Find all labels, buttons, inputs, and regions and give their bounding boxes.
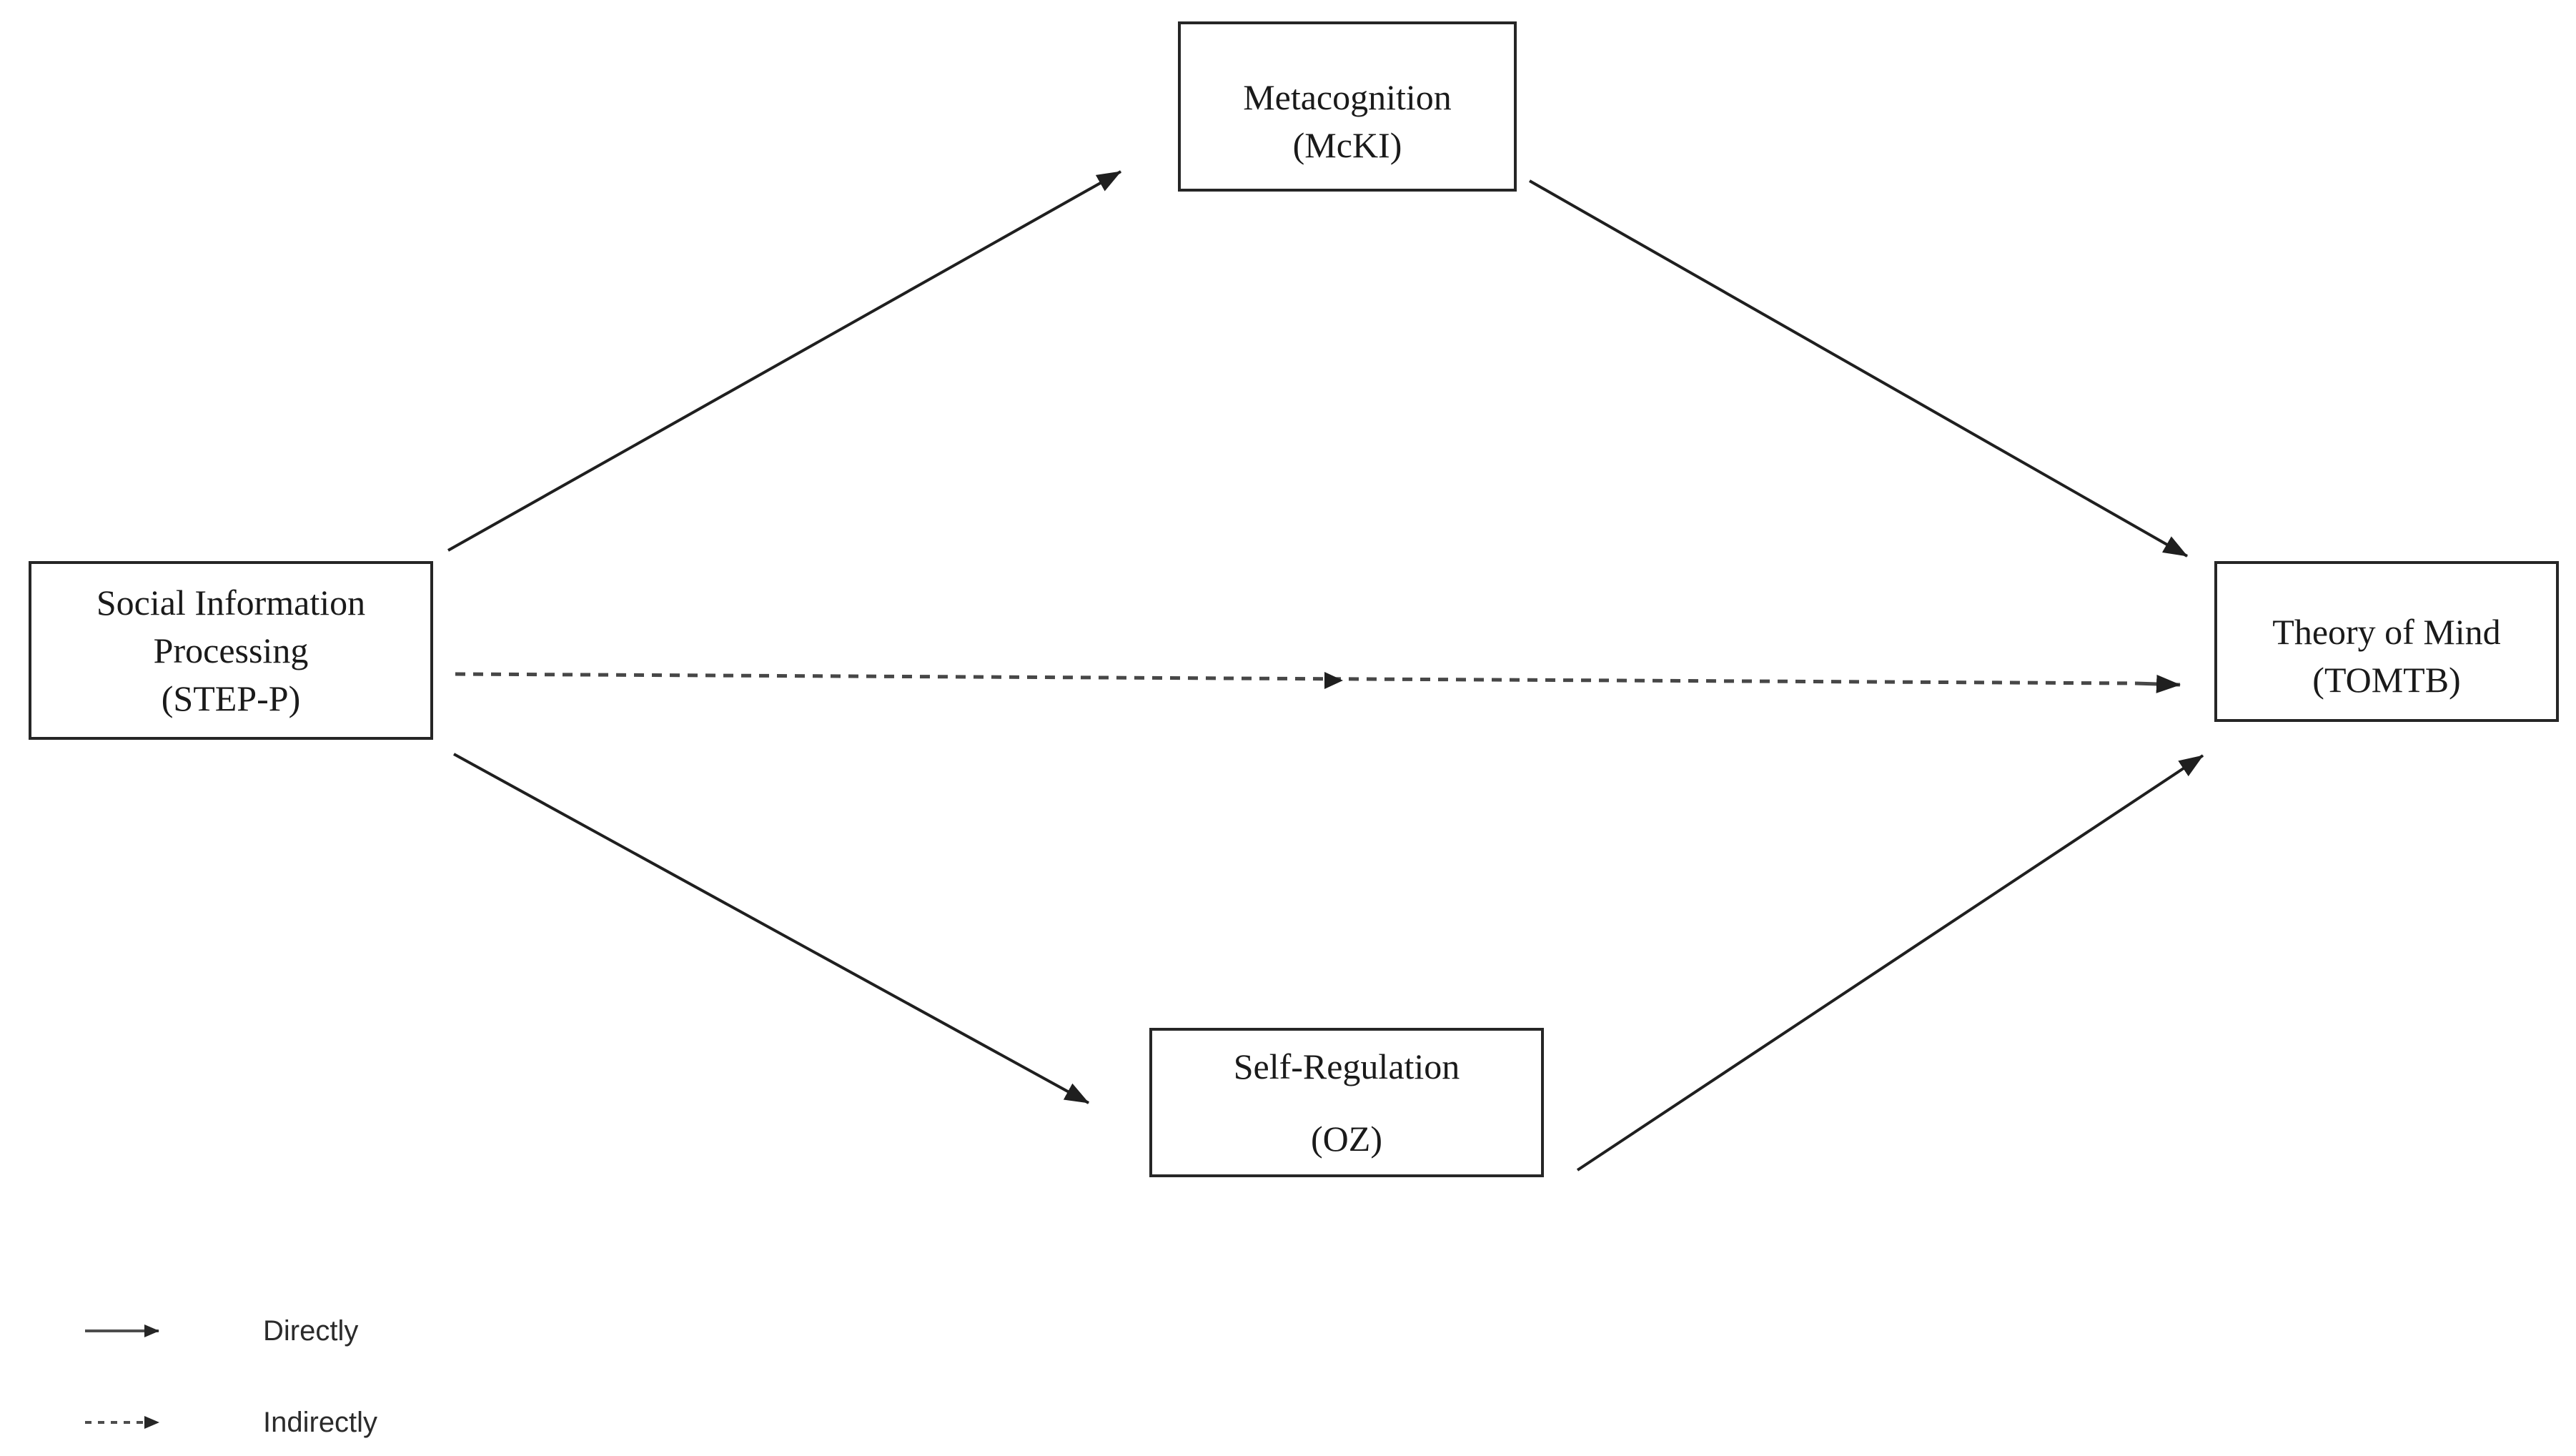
dashed-arrow-mid-arrowhead-icon <box>1324 672 1343 689</box>
node-label-line: (OZ) <box>1311 1118 1382 1159</box>
node-metacognition: Metacognition (McKI) <box>1178 21 1517 192</box>
legend-item-direct: Directly <box>84 1314 358 1348</box>
node-label-line: (STEP-P) <box>161 678 301 718</box>
arrow-sip-to-metacognition <box>447 170 1121 552</box>
solid-arrow-icon <box>85 1324 159 1337</box>
node-label-line: Self-Regulation <box>1233 1046 1460 1086</box>
node-label-line: Social Information <box>96 582 366 623</box>
node-social-information-processing: Social Information Processing (STEP-P) <box>29 561 433 740</box>
arrow-metacognition-to-theory-of-mind <box>1529 179 2188 558</box>
dashed-arrow-icon <box>85 1416 159 1429</box>
node-label-line: (TOMTB) <box>2312 659 2461 700</box>
legend-item-indirect: Indirectly <box>84 1405 377 1440</box>
node-label-line: Processing <box>153 630 309 670</box>
legend-label-indirect: Indirectly <box>263 1406 378 1438</box>
legend-label-direct: Directly <box>263 1314 359 1347</box>
arrow-self-regulation-to-theory-of-mind <box>1576 754 2204 1172</box>
node-label-line: Metacognition <box>1243 77 1452 117</box>
node-theory-of-mind: Theory of Mind (TOMTB) <box>2214 561 2559 722</box>
node-self-regulation: Self-Regulation (OZ) <box>1149 1028 1544 1177</box>
arrow-sip-to-self-regulation <box>453 753 1089 1104</box>
node-label-line: (McKI) <box>1292 125 1402 165</box>
dashed-arrow-sip-to-theory-of-mind <box>455 672 2136 685</box>
dashed-arrow-solid-tail <box>2135 674 2181 693</box>
node-label-line: Theory of Mind <box>2272 611 2501 652</box>
